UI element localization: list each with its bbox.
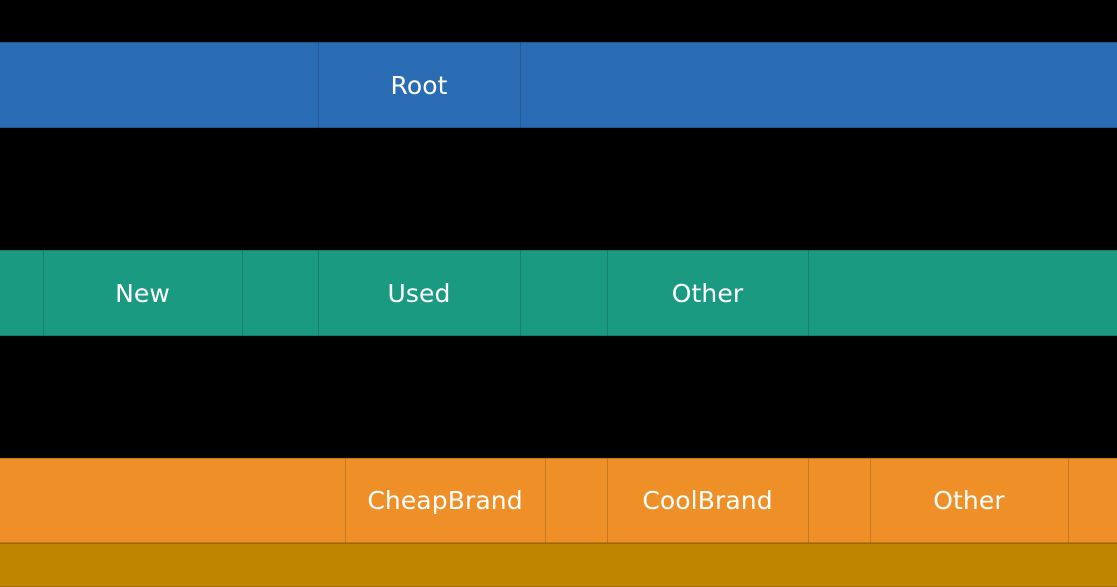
node-other[interactable]: Other <box>607 250 808 336</box>
node-new[interactable]: New <box>43 250 242 336</box>
node-used[interactable]: Used <box>318 250 520 336</box>
chart-level-root-level: Root <box>0 42 1117 128</box>
node-label: New <box>115 278 170 308</box>
chart-level-leaf-level <box>0 543 1117 587</box>
node-unlabeled[interactable] <box>242 250 318 336</box>
node-unlabeled[interactable] <box>545 458 607 543</box>
node-unlabeled[interactable] <box>808 458 870 543</box>
chart-level-brand-level: CheapBrand CoolBrand Other <box>0 458 1117 543</box>
chart-level-condition-level: New Used Other <box>0 250 1117 336</box>
node-unlabeled[interactable] <box>808 250 1117 336</box>
node-coolbrand[interactable]: CoolBrand <box>607 458 808 543</box>
node-label: Other <box>671 278 744 308</box>
node-label: Used <box>387 278 451 308</box>
node-root[interactable]: Root <box>318 42 520 128</box>
node-unlabeled[interactable] <box>0 458 345 543</box>
node-unlabeled[interactable] <box>1068 458 1117 543</box>
node-cheapbrand[interactable]: CheapBrand <box>345 458 545 543</box>
node-unlabeled[interactable] <box>0 543 1117 587</box>
node-label: Root <box>390 70 448 100</box>
node-label: CheapBrand <box>367 486 523 515</box>
node-label: Other <box>933 486 1005 515</box>
node-unlabeled[interactable] <box>0 42 318 128</box>
node-label: CoolBrand <box>642 486 773 515</box>
node-unlabeled[interactable] <box>0 250 43 336</box>
node-other[interactable]: Other <box>870 458 1068 543</box>
node-unlabeled[interactable] <box>520 250 607 336</box>
node-unlabeled[interactable] <box>520 42 1117 128</box>
